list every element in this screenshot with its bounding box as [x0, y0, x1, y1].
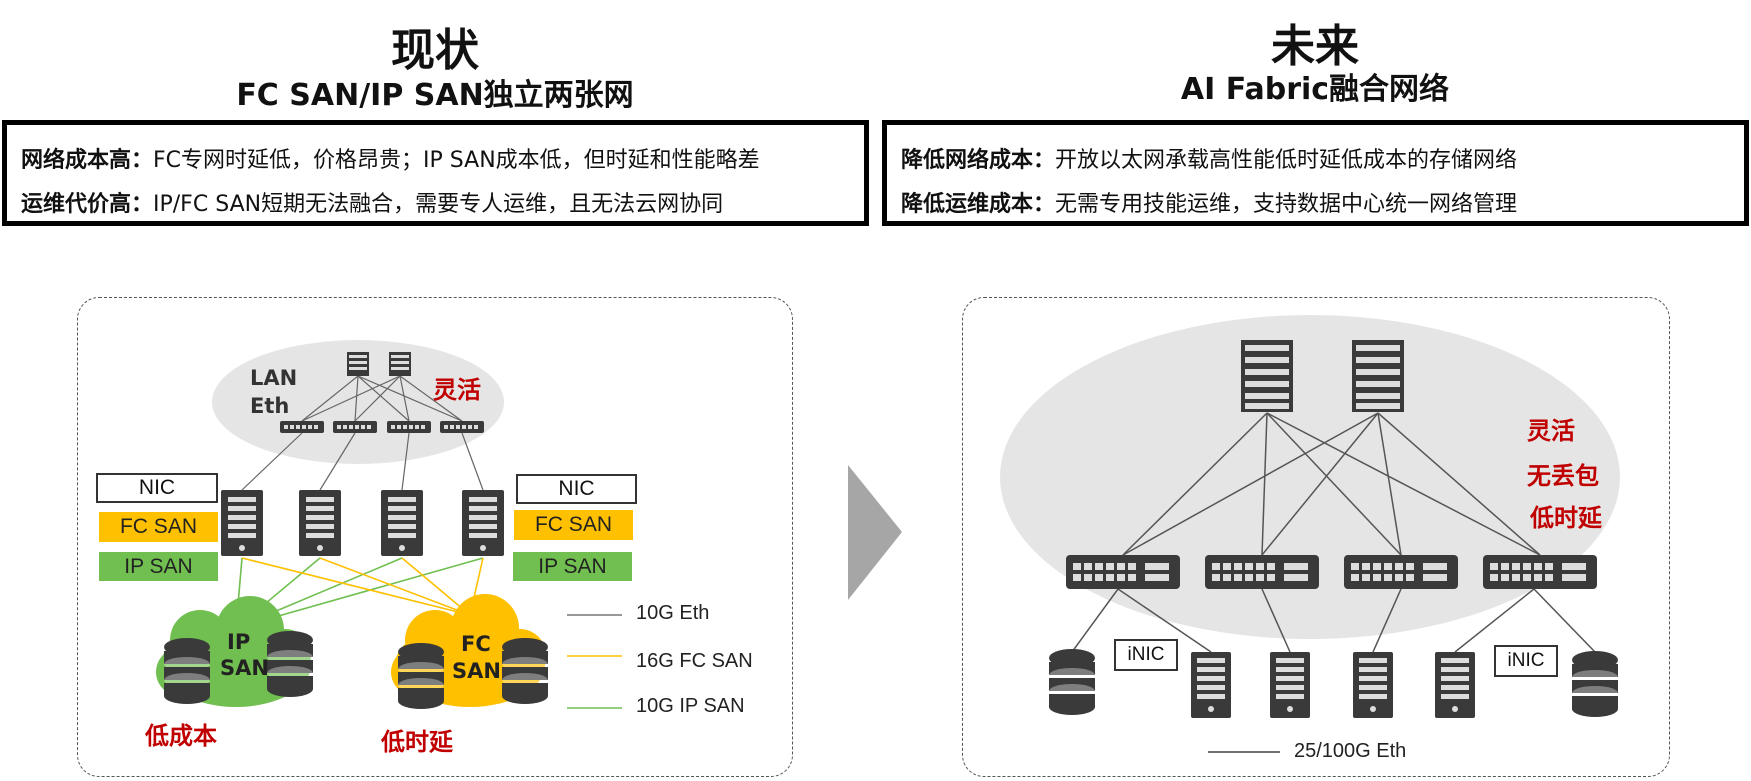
right-desc-line-1: 降低网络成本：开放以太网承载高性能低时延低成本的存储网络 — [901, 139, 1732, 183]
low-cost-label: 低成本 — [145, 722, 217, 750]
left-desc-line-2: 运维代价高：IP/FC SAN短期无法融合，需要专人运维，且无法云网协同 — [21, 183, 852, 227]
feature-low-latency: 低时延 — [1530, 504, 1602, 532]
access-switch-icon — [280, 421, 324, 433]
lan-label-1: LAN — [250, 366, 298, 390]
legend-25-100g-eth: 25/100G Eth — [1294, 740, 1407, 762]
inic-label-left: iNIC — [1114, 639, 1178, 671]
server-icon — [1435, 652, 1475, 718]
right-panel — [962, 297, 1670, 777]
server-icon — [462, 490, 504, 556]
desc-key: 降低网络成本： — [901, 148, 1056, 173]
storage-icon — [267, 631, 313, 697]
storage-icon — [1572, 651, 1618, 717]
ip-san-label-left: IP SAN — [99, 552, 218, 581]
spine-switch-icon — [347, 352, 369, 376]
legend-10g-ip-san: 10G IP SAN — [636, 695, 745, 717]
left-title: 现状 — [391, 25, 479, 76]
storage-icon — [164, 638, 210, 704]
server-icon — [221, 490, 263, 556]
right-title: 未来 — [1271, 21, 1359, 72]
left-panel — [77, 297, 793, 777]
left-legend-lines — [567, 614, 622, 709]
access-switch-icon — [440, 421, 484, 433]
transition-arrow-icon — [848, 465, 902, 600]
desc-text: FC专网时延低，价格昂贵；IP SAN成本低，但时延和性能略差 — [153, 148, 760, 173]
storage-icon — [1049, 649, 1095, 715]
feature-flexible: 灵活 — [1527, 417, 1575, 445]
server-icon — [299, 490, 341, 556]
spine-switch-icon — [1241, 340, 1293, 412]
storage-icon — [398, 643, 444, 709]
ip-san-cloud-label-2: SAN — [220, 656, 269, 680]
legend-16g-fc-san: 16G FC SAN — [636, 650, 753, 672]
left-desc-box: 网络成本高：FC专网时延低，价格昂贵；IP SAN成本低，但时延和性能略差 运维… — [2, 120, 869, 226]
low-latency-label: 低时延 — [381, 728, 453, 756]
access-switch-icon — [333, 421, 377, 433]
access-switch-icon — [387, 421, 431, 433]
fc-san-label-left: FC SAN — [99, 512, 218, 542]
server-icon — [381, 490, 423, 556]
spine-switch-icon — [389, 352, 411, 376]
legend-10g-eth: 10G Eth — [636, 602, 710, 624]
desc-text: 开放以太网承载高性能低时延低成本的存储网络 — [1055, 148, 1518, 173]
right-desc-box: 降低网络成本：开放以太网承载高性能低时延低成本的存储网络 降低运维成本：无需专用… — [882, 120, 1749, 226]
left-desc-line-1: 网络成本高：FC专网时延低，价格昂贵；IP SAN成本低，但时延和性能略差 — [21, 139, 852, 183]
right-desc-line-2: 降低运维成本：无需专用技能运维，支持数据中心统一网络管理 — [901, 183, 1732, 227]
fc-san-cloud-label-2: SAN — [452, 659, 501, 683]
lan-zone — [212, 340, 504, 464]
feature-lossless: 无丢包 — [1527, 462, 1599, 490]
desc-key: 运维代价高： — [21, 192, 154, 217]
lan-label-2: Eth — [250, 394, 290, 418]
spine-switch-icon — [1352, 340, 1404, 412]
left-flex-label: 灵活 — [433, 376, 481, 404]
storage-icon — [502, 638, 548, 704]
left-subtitle: FC SAN/IP SAN独立两张网 — [236, 78, 634, 113]
desc-key: 网络成本高： — [21, 148, 154, 173]
server-icon — [1191, 652, 1231, 718]
leaf-switch-icon — [1344, 555, 1458, 589]
leaf-switch-icon — [1483, 555, 1597, 589]
lan-links — [241, 375, 484, 491]
leaf-switch-icon — [1066, 555, 1180, 589]
fc-san-label-right: FC SAN — [514, 510, 633, 540]
fabric-links — [1071, 412, 1596, 653]
nic-label-left: NIC — [96, 473, 218, 503]
right-subtitle: AI Fabric融合网络 — [1180, 72, 1450, 107]
desc-key: 降低运维成本： — [901, 192, 1056, 217]
leaf-switch-icon — [1205, 555, 1319, 589]
server-icon — [1270, 652, 1310, 718]
inic-label-right: iNIC — [1494, 645, 1558, 677]
desc-text: 无需专用技能运维，支持数据中心统一网络管理 — [1055, 192, 1518, 217]
ip-san-label-right: IP SAN — [513, 552, 632, 581]
server-icon — [1353, 652, 1393, 718]
fc-san-cloud-label-1: FC — [461, 632, 491, 656]
ip-san-cloud-label-1: IP — [227, 630, 251, 654]
desc-text: IP/FC SAN短期无法融合，需要专人运维，且无法云网协同 — [153, 192, 724, 217]
nic-label-right: NIC — [516, 474, 637, 504]
